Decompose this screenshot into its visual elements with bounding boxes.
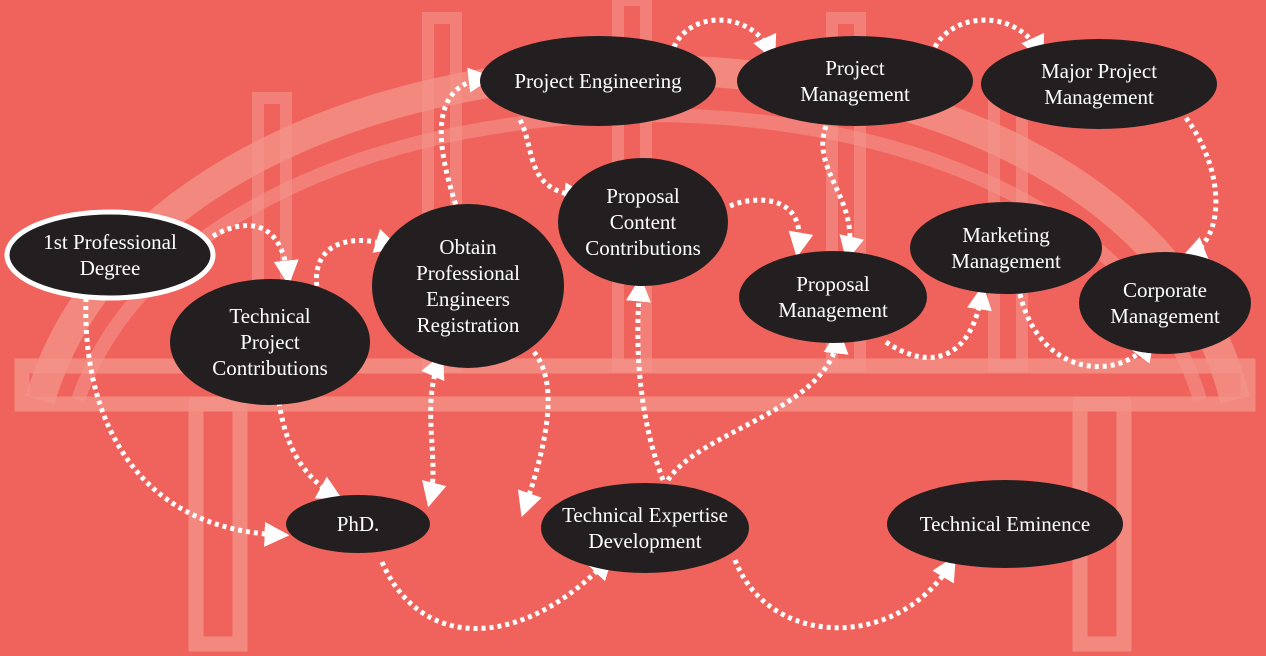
node-label: PhD. — [337, 512, 380, 536]
connector-project-eng-to-project-mgmt — [671, 17, 777, 61]
connector-project-eng-to-proposal-content — [517, 118, 590, 208]
node-label: Project — [825, 56, 885, 80]
node-shape — [1079, 252, 1251, 354]
connector-tech-expertise-to-proposal-mgmt — [665, 328, 849, 482]
node-layer: 1st ProfessionalDegreeTechnicalProjectCo… — [4, 36, 1251, 573]
node-label: Technical Expertise — [562, 503, 728, 527]
node-label: Technical Eminence — [920, 512, 1091, 536]
connector-tech-project-to-obtain-pe — [314, 228, 401, 295]
node-shape — [541, 483, 749, 573]
node-label: Management — [1110, 304, 1220, 328]
node-shape — [372, 204, 564, 368]
node-label: Proposal — [796, 272, 870, 296]
connector-degree-to-tech-project — [211, 223, 299, 286]
node-label: Proposal — [606, 184, 680, 208]
connector-major-project-to-corporate — [1181, 116, 1219, 261]
node-shape — [981, 39, 1217, 129]
node-shape — [286, 495, 430, 553]
node-shape — [170, 279, 370, 405]
node-label: Technical — [229, 304, 310, 328]
node-shape — [910, 202, 1102, 294]
node-label: Development — [588, 529, 701, 553]
connector-obtain-pe-to-project-eng — [438, 67, 494, 213]
connector-phd-to-tech-expertise — [379, 554, 614, 631]
node-label: Marketing — [962, 223, 1050, 247]
node-label: Corporate — [1123, 278, 1207, 302]
node-label: Major Project — [1041, 59, 1157, 83]
node-tech-eminence: Technical Eminence — [887, 480, 1123, 568]
node-label: Degree — [80, 256, 141, 280]
node-shape — [739, 251, 927, 343]
node-shape — [737, 36, 973, 126]
connector-project-mgmt-to-major-project — [932, 17, 1045, 61]
node-label: Contributions — [585, 236, 701, 260]
bridge-tower — [826, 12, 866, 372]
connector-tech-project-to-phd — [276, 401, 343, 500]
node-label: Management — [800, 82, 910, 106]
connector-obtain-pe-to-tech-expertise — [517, 350, 551, 518]
connector-proposal-mgmt-to-marketing — [884, 284, 992, 360]
node-shape — [4, 209, 216, 301]
node-label: 1st Professional — [43, 230, 177, 254]
node-label: Obtain — [439, 235, 497, 259]
node-label: Registration — [417, 313, 520, 337]
connector-proposal-content-to-proposal-mgmt — [728, 197, 814, 258]
node-label: Management — [778, 298, 888, 322]
bridge-pier-left — [188, 396, 248, 652]
connector-tech-expertise-to-tech-eminence — [732, 555, 956, 631]
node-shape — [887, 480, 1123, 568]
node-label: Project — [240, 330, 300, 354]
connector-project-mgmt-to-proposal-mgmt — [820, 125, 864, 262]
node-label: Content — [610, 210, 677, 234]
node-shape — [480, 36, 716, 126]
node-label: Professional — [416, 261, 520, 285]
connector-obtain-pe-to-phd — [421, 353, 447, 508]
connector-layer — [83, 17, 1219, 631]
node-label: Management — [951, 249, 1061, 273]
node-project-eng: Project Engineering — [480, 36, 716, 126]
node-label: Engineers — [426, 287, 510, 311]
node-label: Management — [1044, 85, 1154, 109]
connector-tech-expertise-to-proposal-content — [625, 276, 666, 481]
node-shape — [558, 158, 728, 286]
node-label: Project Engineering — [514, 69, 682, 93]
connector-marketing-to-corporate — [1017, 293, 1155, 370]
node-label: Contributions — [212, 356, 328, 380]
node-phd: PhD. — [286, 495, 430, 553]
